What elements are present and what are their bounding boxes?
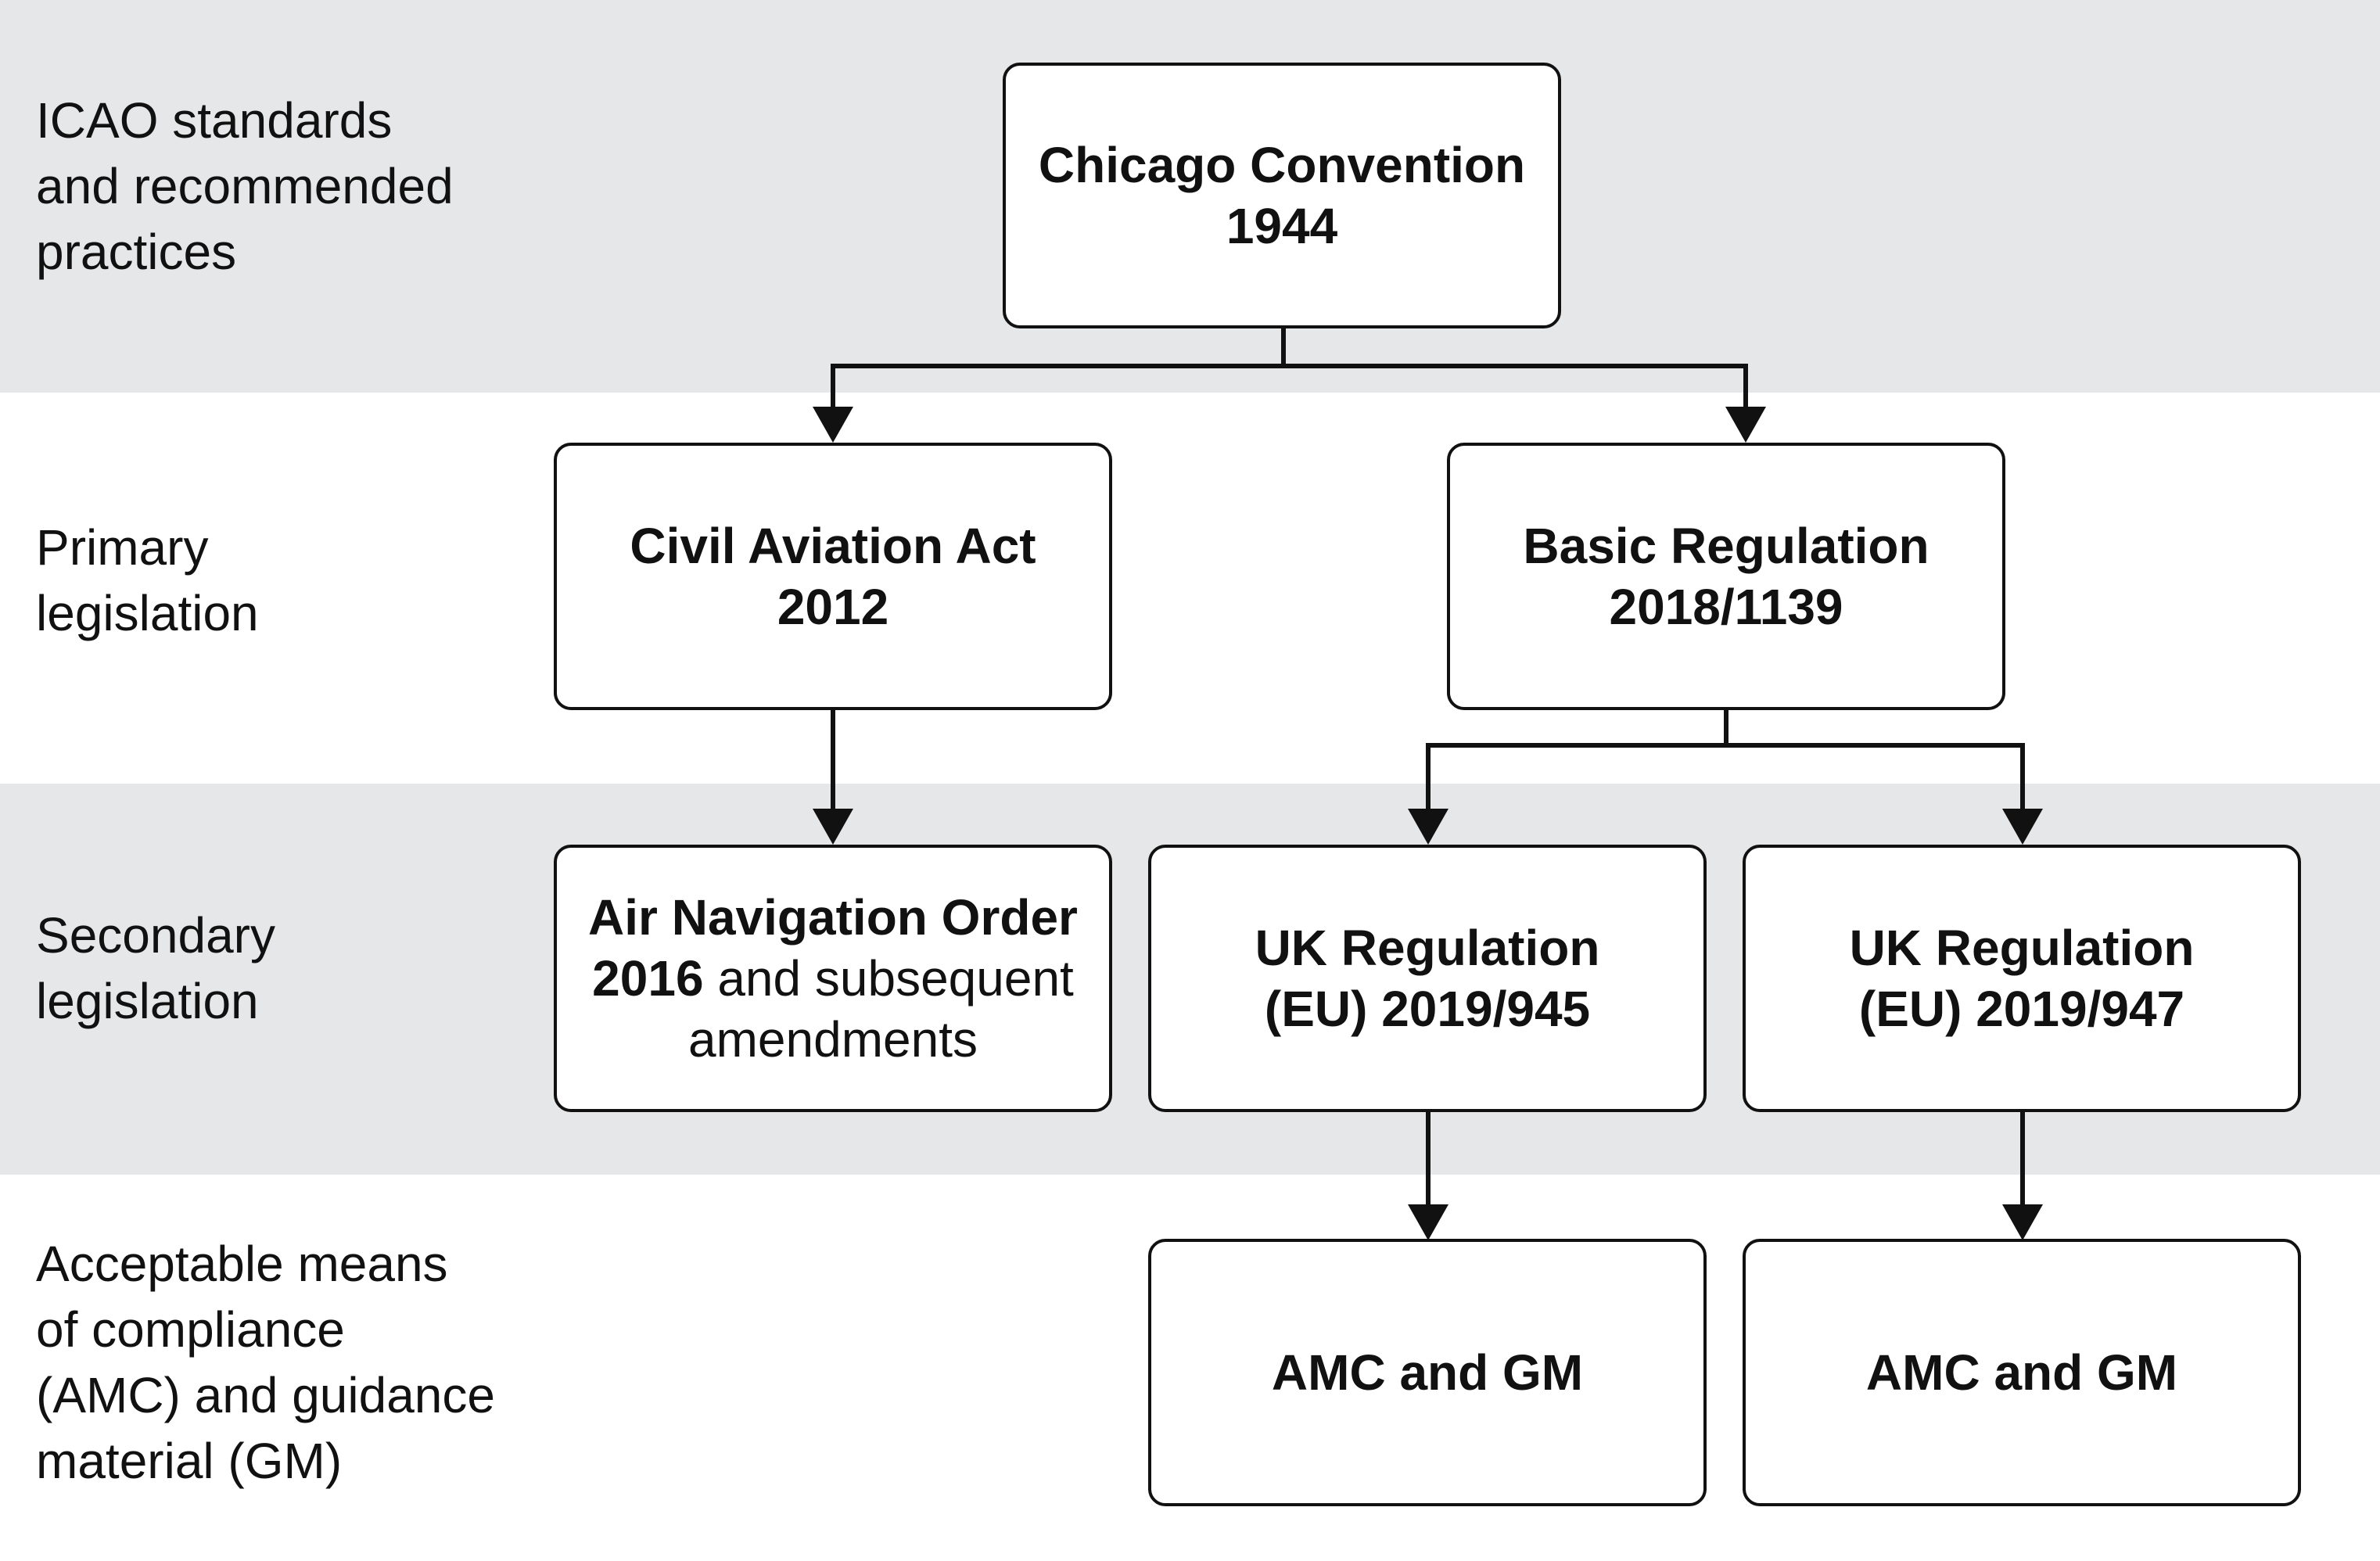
edge-chicago-to-civil-aviation-act xyxy=(831,327,1286,408)
tier-label-amc-gm: Acceptable means of compliance (AMC) and… xyxy=(36,1236,495,1489)
arrowhead-amc-gm-945 xyxy=(1408,1204,1448,1240)
node-year: 1944 xyxy=(1226,198,1338,254)
node-title: UK Regulation xyxy=(1849,920,2195,976)
edge-basic-regulation-to-uk-947 xyxy=(1726,743,2025,810)
node-civil-aviation-act: Civil Aviation Act 2012 xyxy=(554,443,1112,710)
node-title: AMC and GM xyxy=(1865,1344,2178,1401)
node-basic-regulation: Basic Regulation 2018/1139 xyxy=(1447,443,2005,710)
node-uk-regulation-947: UK Regulation (EU) 2019/947 xyxy=(1743,845,2301,1112)
node-suffix-continued: amendments xyxy=(688,1011,978,1068)
node-year-line: 2016 and subsequent xyxy=(592,948,1074,1009)
node-chicago-convention: Chicago Convention 1944 xyxy=(1003,63,1561,328)
node-amc-gm-947: AMC and GM xyxy=(1743,1239,2301,1506)
node-title: AMC and GM xyxy=(1271,1344,1584,1401)
node-amc-gm-945: AMC and GM xyxy=(1148,1239,1707,1506)
arrowhead-amc-gm-947 xyxy=(2002,1204,2043,1240)
node-uk-regulation-945: UK Regulation (EU) 2019/945 xyxy=(1148,845,1707,1112)
node-suffix: and subsequent xyxy=(703,950,1074,1007)
node-title: Chicago Convention xyxy=(1038,137,1526,193)
node-air-navigation-order: Air Navigation Order 2016 and subsequent… xyxy=(554,845,1112,1112)
arrowhead-basic-regulation xyxy=(1725,407,1766,443)
node-year: 2016 xyxy=(592,950,704,1007)
tier-label-primary: Primary legislation xyxy=(36,519,259,641)
edge-chicago-to-basic-regulation xyxy=(1283,364,1748,408)
arrowhead-uk-945 xyxy=(1408,809,1448,845)
node-title: UK Regulation xyxy=(1255,920,1600,976)
arrowhead-uk-947 xyxy=(2002,809,2043,845)
node-title: Civil Aviation Act xyxy=(630,518,1036,574)
node-number: (EU) 2019/947 xyxy=(1858,981,2185,1037)
edge-basic-regulation-to-uk-945 xyxy=(1426,709,1728,810)
node-number: 2018/1139 xyxy=(1609,579,1843,635)
node-title: Basic Regulation xyxy=(1523,518,1929,574)
arrowhead-ano xyxy=(813,809,853,845)
node-title: Air Navigation Order xyxy=(588,889,1078,946)
node-number: (EU) 2019/945 xyxy=(1264,981,1591,1037)
node-year: 2012 xyxy=(777,579,889,635)
tier-label-icao: ICAO standards and recommended practices xyxy=(36,92,454,280)
tier-label-secondary: Secondary legislation xyxy=(36,907,275,1029)
arrowhead-civil-aviation-act xyxy=(813,407,853,443)
